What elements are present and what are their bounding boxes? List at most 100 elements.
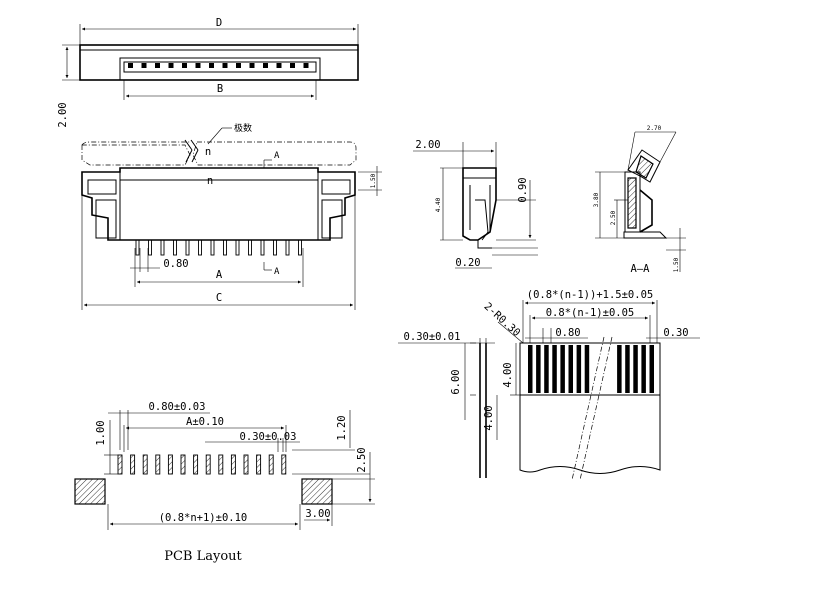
top-pin (128, 63, 133, 68)
pcb-pad (193, 454, 199, 475)
front-pin (160, 239, 165, 256)
pcb-signal-pads (117, 454, 287, 475)
dim-a-label: A (216, 269, 223, 281)
pcb-pad (155, 454, 161, 475)
pcb-250-label: 2.50 (356, 447, 368, 472)
front-pin (223, 239, 227, 256)
section-caption: A—A (631, 263, 651, 275)
fpc-600-label: 6.00 (450, 369, 462, 394)
side-height-label: 4.40 (435, 197, 442, 212)
pcb-pad (205, 454, 211, 475)
front-view: n 极数 n A A 0.80 A C (81, 122, 382, 310)
pcb-a-label: A±0.10 (186, 416, 224, 428)
front-pin (248, 239, 252, 256)
top-pin (168, 63, 174, 68)
fpc-finger (552, 345, 557, 393)
dim-d-label: D (216, 17, 222, 29)
dim-right-small: 1.50 (370, 173, 377, 188)
top-view-pins (128, 63, 309, 68)
fpc-400-label-b: 4.00 (483, 405, 495, 430)
label-n-upper: n (205, 146, 211, 158)
front-pin (235, 239, 240, 256)
fpc-400-label-a: 4.00 (502, 362, 514, 387)
section-a-top: A (274, 151, 280, 161)
dim-c-label: C (216, 292, 222, 304)
pcb-pad (243, 454, 249, 475)
top-pin (141, 63, 147, 68)
side-090-label: 0.90 (517, 177, 529, 202)
fpc-finger (649, 345, 654, 393)
top-pin (236, 63, 241, 68)
pcb-pitch-label: 0.80±0.03 (149, 401, 206, 413)
pcb-pad (218, 454, 224, 475)
fpc-total-label: (0.8*(n-1))+1.5±0.05 (527, 289, 653, 301)
front-pin (148, 239, 152, 256)
pcb-pad-width-label: 0.30±0.03 (240, 431, 297, 443)
pcb-pad (256, 454, 262, 475)
top-pin (263, 63, 268, 68)
label-n-lower: n (207, 175, 213, 187)
fpc-pitch-label: 0.80 (555, 327, 580, 339)
front-pin (185, 239, 190, 256)
section-a-bottom: A (274, 267, 280, 277)
pcb-mount-pad-left (74, 478, 106, 505)
side-width-label: 2.00 (415, 139, 440, 151)
fpc-view: (0.8*(n-1))+1.5±0.05 0.8*(n-1)±0.05 0.80… (398, 289, 700, 481)
top-pin (182, 63, 187, 68)
front-pin (198, 239, 202, 256)
fpc-030-label: 0.30 (663, 327, 688, 339)
section-view: 2.70 3.80 2.50 1.50 A—A (593, 125, 686, 275)
fpc-finger (560, 345, 565, 393)
side-view: 2.00 4.40 0.90 0.20 (413, 139, 538, 269)
section-top-label: 2.70 (647, 125, 662, 132)
fpc-finger (633, 345, 638, 393)
fpc-finger (536, 345, 541, 393)
pcb-100-label: 1.00 (95, 420, 107, 445)
section-right-label: 1.50 (673, 257, 680, 272)
fpc-finger (625, 345, 630, 393)
pcb-layout: 0.80±0.03 A±0.10 0.30±0.03 1.00 1.20 2.5… (74, 401, 375, 564)
label-pin-count: 极数 (234, 122, 252, 134)
front-pin (285, 239, 290, 256)
top-pin (222, 63, 228, 68)
front-pin (210, 239, 215, 256)
fpc-fingers (528, 345, 654, 393)
fpc-finger (528, 345, 533, 393)
pcb-pad (167, 454, 173, 475)
fpc-finger (584, 345, 590, 393)
section-left-b: 2.50 (610, 210, 617, 225)
pcb-total-label: (0.8*n+1)±0.10 (159, 512, 248, 524)
pcb-pad (230, 454, 236, 475)
top-pin (290, 63, 295, 68)
top-view: D B 2.00 (57, 17, 359, 128)
fpc-thickness-label: 0.30±0.01 (404, 331, 461, 343)
pcb-pad (268, 454, 274, 475)
fpc-radius-label: 2-R0.30 (482, 301, 523, 340)
dim-height-label: 2.00 (57, 102, 69, 127)
pcb-mount-pad-right (301, 478, 333, 505)
section-left-a: 3.80 (593, 192, 600, 207)
front-pin (298, 239, 302, 256)
top-pin (209, 63, 214, 68)
top-pin (155, 63, 160, 68)
front-pin (135, 239, 140, 256)
top-pin (276, 63, 282, 68)
dim-b-label: B (217, 83, 223, 95)
top-pin (249, 63, 255, 68)
pcb-120-label: 1.20 (336, 415, 348, 440)
fpc-finger (544, 345, 549, 393)
pcb-pad (142, 454, 148, 475)
top-pin (303, 63, 309, 68)
fpc-finger (617, 345, 622, 393)
fpc-pitch-total-label: 0.8*(n-1)±0.05 (546, 307, 635, 319)
pcb-pad (117, 454, 123, 475)
side-020-label: 0.20 (455, 257, 480, 269)
front-pin (173, 239, 177, 256)
front-pin (260, 239, 265, 256)
fpc-finger (641, 345, 646, 393)
pcb-300-label: 3.00 (305, 508, 330, 520)
pcb-pad (180, 454, 186, 475)
front-pin (273, 239, 277, 256)
pcb-layout-caption: PCB Layout (164, 549, 242, 564)
